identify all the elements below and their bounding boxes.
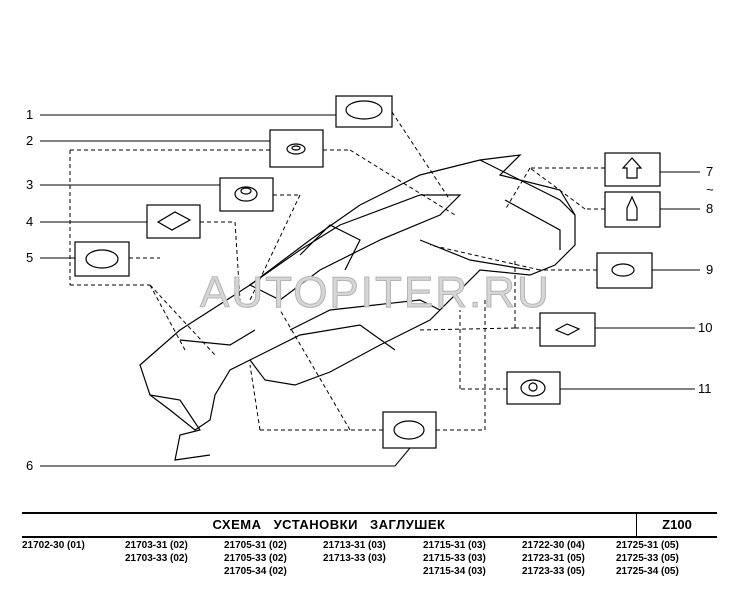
part-column-2: 21703-31 (02) 21703-33 (02)	[125, 539, 188, 565]
part-number: 21715-31 (03)	[423, 540, 486, 551]
watermark: AUTOPITER.RU	[200, 268, 551, 318]
part-number: 21702-30 (01)	[22, 540, 85, 551]
part-number: 21705-33 (02)	[224, 553, 287, 564]
part-number: 21722-30 (04)	[522, 540, 585, 551]
part-column-6: 21722-30 (04) 21723-31 (05) 21723-33 (05…	[522, 539, 585, 578]
callout-2: 2	[26, 133, 34, 148]
car-body-diagram	[40, 95, 700, 467]
part-box-9	[596, 252, 653, 289]
part-column-1: 21702-30 (01)	[22, 539, 85, 552]
part-number: 21725-31 (05)	[616, 540, 679, 551]
part-number: 21715-33 (03)	[423, 553, 486, 564]
part-box-8	[604, 191, 661, 228]
callout-4: 4	[26, 214, 34, 229]
part-number: 21713-31 (03)	[323, 540, 386, 551]
callout-5: 5	[26, 250, 34, 265]
part-box-3	[219, 177, 274, 212]
part-number: 21723-31 (05)	[522, 553, 585, 564]
part-column-3: 21705-31 (02) 21705-33 (02) 21705-34 (02…	[224, 539, 287, 578]
part-number: 21725-34 (05)	[616, 566, 679, 577]
divider	[636, 514, 637, 536]
part-number: 21715-34 (03)	[423, 566, 486, 577]
car-body	[139, 154, 576, 461]
diagram-code: Z100	[662, 517, 692, 532]
part-box-6	[382, 411, 437, 449]
part-number: 21723-33 (05)	[522, 566, 585, 577]
part-box-11	[506, 371, 561, 405]
callout-tilde: ~	[706, 182, 714, 197]
part-number: 21705-34 (02)	[224, 566, 287, 577]
part-box-1	[335, 95, 393, 128]
part-number: 21725-33 (05)	[616, 553, 679, 564]
callout-6: 6	[26, 458, 34, 473]
callout-10: 10	[698, 320, 713, 335]
callout-1: 1	[26, 107, 34, 122]
callout-11: 11	[698, 381, 712, 396]
part-column-5: 21715-31 (03) 21715-33 (03) 21715-34 (03…	[423, 539, 486, 578]
callout-7: 7	[706, 164, 714, 179]
part-number: 21713-33 (03)	[323, 553, 386, 564]
callout-8: 8	[706, 201, 714, 216]
part-box-10	[539, 312, 596, 347]
diagram-title: СХЕМА УСТАНОВКИ ЗАГЛУШЕК	[212, 517, 446, 532]
part-box-7	[604, 152, 661, 187]
part-column-7: 21725-31 (05) 21725-33 (05) 21725-34 (05…	[616, 539, 679, 578]
part-box-2	[269, 129, 324, 168]
part-number: 21703-31 (02)	[125, 540, 188, 551]
callout-3: 3	[26, 177, 34, 192]
title-block: СХЕМА УСТАНОВКИ ЗАГЛУШЕК Z100	[22, 512, 717, 538]
part-box-5	[74, 241, 130, 277]
part-column-4: 21713-31 (03) 21713-33 (03)	[323, 539, 386, 565]
callout-9: 9	[706, 262, 714, 277]
part-number: 21703-33 (02)	[125, 553, 188, 564]
part-box-4	[146, 204, 201, 239]
part-number: 21705-31 (02)	[224, 540, 287, 551]
